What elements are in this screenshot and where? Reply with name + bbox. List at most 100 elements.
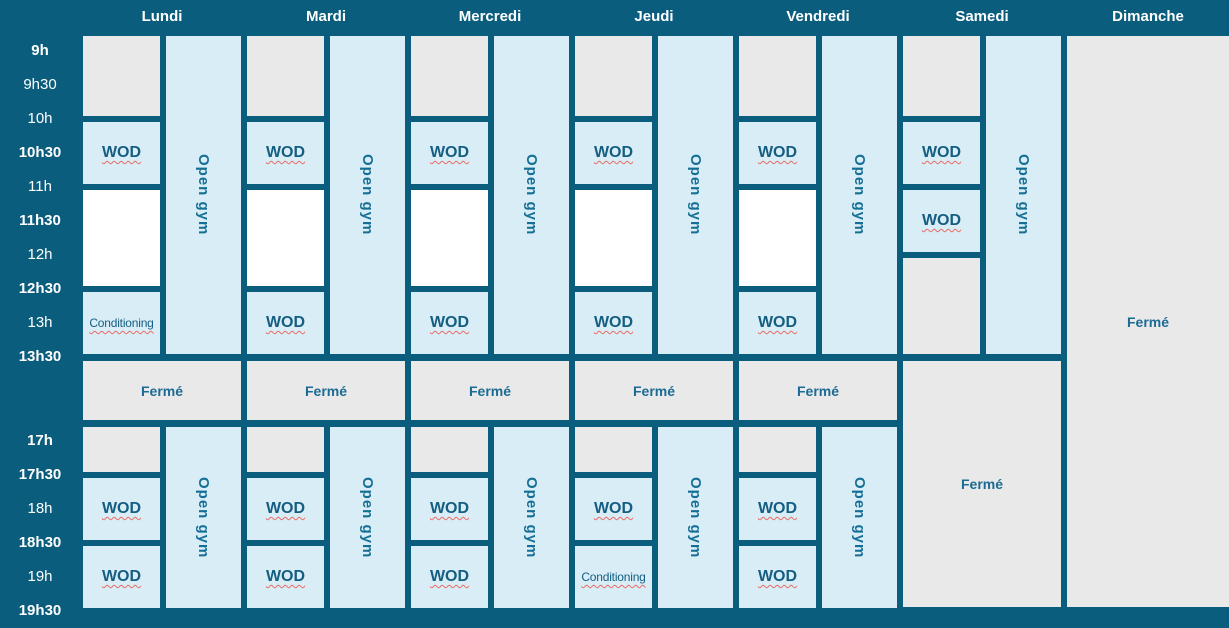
time-label-19h30: 19h30: [18, 602, 62, 619]
day-header-lundi: Lundi: [83, 0, 241, 33]
vendredi-class-cell-10h: WOD: [739, 122, 816, 184]
open-gym-label: Open gym: [523, 154, 540, 236]
day-header-label: Mercredi: [458, 8, 522, 25]
mercredi-empty-cell-17h: [411, 427, 488, 472]
lundi-closed-cell-13h30: Fermé: [83, 361, 241, 420]
mardi-blank-cell-11h: [247, 190, 324, 286]
class-label: WOD: [593, 144, 634, 161]
day-header-label: Lundi: [141, 8, 183, 25]
jeudi-class-cell-10h: WOD: [575, 122, 652, 184]
lundi-empty-cell-9h: [83, 36, 160, 116]
lundi-blank-cell-11h: [83, 190, 160, 286]
time-label-9h: 9h: [31, 42, 49, 59]
time-label-12h: 12h: [27, 246, 53, 263]
closed-label: Fermé: [796, 382, 840, 399]
lundi-class-cell-17h30: WOD: [83, 478, 160, 540]
lundi-empty-cell-17h: [83, 427, 160, 472]
class-label: WOD: [101, 144, 142, 161]
mercredi-class-cell-10h: WOD: [411, 122, 488, 184]
samedi-closed-cell-13h30: Fermé: [903, 361, 1061, 607]
dimanche-closed-cell-9h: Fermé: [1067, 36, 1229, 607]
closed-label: Fermé: [140, 382, 184, 399]
day-header-mercredi: Mercredi: [411, 0, 569, 33]
samedi-empty-cell-12h: [903, 258, 980, 354]
vendredi-blank-cell-11h: [739, 190, 816, 286]
jeudi-class-cell-18h30: Conditioning: [575, 546, 652, 608]
mardi-class-cell-17h30: WOD: [247, 478, 324, 540]
class-label: WOD: [429, 500, 470, 517]
vendredi-class-cell-12h30: WOD: [739, 292, 816, 354]
jeudi-open-gym-cell-9h: Open gym: [658, 36, 733, 354]
time-label-10h30: 10h30: [18, 144, 62, 161]
class-label: WOD: [757, 568, 798, 585]
day-header-jeudi: Jeudi: [575, 0, 733, 33]
class-label: WOD: [101, 568, 142, 585]
mardi-closed-cell-13h30: Fermé: [247, 361, 405, 420]
class-label: Conditioning: [89, 316, 154, 330]
mardi-empty-cell-17h: [247, 427, 324, 472]
mardi-empty-cell-9h: [247, 36, 324, 116]
samedi-class-cell-10h: WOD: [903, 122, 980, 184]
samedi-empty-cell-9h: [903, 36, 980, 116]
mercredi-blank-cell-11h: [411, 190, 488, 286]
mercredi-empty-cell-9h: [411, 36, 488, 116]
mercredi-class-cell-17h30: WOD: [411, 478, 488, 540]
samedi-open-gym-cell-9h: Open gym: [986, 36, 1061, 354]
time-label-12h30: 12h30: [18, 280, 62, 297]
day-header-label: Samedi: [955, 8, 1009, 25]
open-gym-label: Open gym: [359, 154, 376, 236]
vendredi-class-cell-17h30: WOD: [739, 478, 816, 540]
closed-label: Fermé: [632, 382, 676, 399]
class-label: WOD: [757, 144, 798, 161]
class-label: WOD: [429, 144, 470, 161]
class-label: WOD: [429, 314, 470, 331]
class-label: WOD: [265, 568, 306, 585]
open-gym-label: Open gym: [851, 154, 868, 236]
vendredi-empty-cell-17h: [739, 427, 816, 472]
day-header-vendredi: Vendredi: [739, 0, 897, 33]
vendredi-closed-cell-13h30: Fermé: [739, 361, 897, 420]
class-label: WOD: [593, 500, 634, 517]
mercredi-closed-cell-13h30: Fermé: [411, 361, 569, 420]
class-label: WOD: [593, 314, 634, 331]
day-header-label: Jeudi: [634, 8, 674, 25]
class-label: WOD: [921, 212, 962, 229]
lundi-open-gym-cell-9h: Open gym: [166, 36, 241, 354]
vendredi-class-cell-18h30: WOD: [739, 546, 816, 608]
samedi-class-cell-11h: WOD: [903, 190, 980, 252]
vendredi-open-gym-cell-17h: Open gym: [822, 427, 897, 608]
open-gym-label: Open gym: [851, 476, 868, 559]
mardi-class-cell-18h30: WOD: [247, 546, 324, 608]
jeudi-empty-cell-9h: [575, 36, 652, 116]
open-gym-label: Open gym: [195, 476, 212, 559]
jeudi-class-cell-12h30: WOD: [575, 292, 652, 354]
closed-label: Fermé: [468, 382, 512, 399]
mardi-open-gym-cell-17h: Open gym: [330, 427, 405, 608]
time-label-13h30: 13h30: [18, 348, 62, 365]
lundi-class-cell-12h30: Conditioning: [83, 292, 160, 354]
time-label-17h30: 17h30: [18, 466, 62, 483]
jeudi-open-gym-cell-17h: Open gym: [658, 427, 733, 608]
lundi-open-gym-cell-17h: Open gym: [166, 427, 241, 608]
mardi-open-gym-cell-9h: Open gym: [330, 36, 405, 354]
vendredi-open-gym-cell-9h: Open gym: [822, 36, 897, 354]
open-gym-label: Open gym: [523, 476, 540, 559]
open-gym-label: Open gym: [195, 154, 212, 236]
day-header-mardi: Mardi: [247, 0, 405, 33]
closed-label: Fermé: [960, 476, 1004, 492]
mercredi-class-cell-12h30: WOD: [411, 292, 488, 354]
day-header-label: Mardi: [305, 8, 346, 25]
jeudi-closed-cell-13h30: Fermé: [575, 361, 733, 420]
time-label-11h30: 11h30: [19, 212, 61, 229]
mercredi-open-gym-cell-17h: Open gym: [494, 427, 569, 608]
time-label-18h30: 18h30: [18, 534, 62, 551]
mercredi-open-gym-cell-9h: Open gym: [494, 36, 569, 354]
class-label: Conditioning: [581, 570, 646, 584]
mardi-class-cell-12h30: WOD: [247, 292, 324, 354]
time-label-17h: 17h: [27, 432, 53, 449]
vendredi-empty-cell-9h: [739, 36, 816, 116]
time-label-9h30: 9h30: [23, 76, 57, 93]
jeudi-blank-cell-11h: [575, 190, 652, 286]
class-label: WOD: [757, 500, 798, 517]
